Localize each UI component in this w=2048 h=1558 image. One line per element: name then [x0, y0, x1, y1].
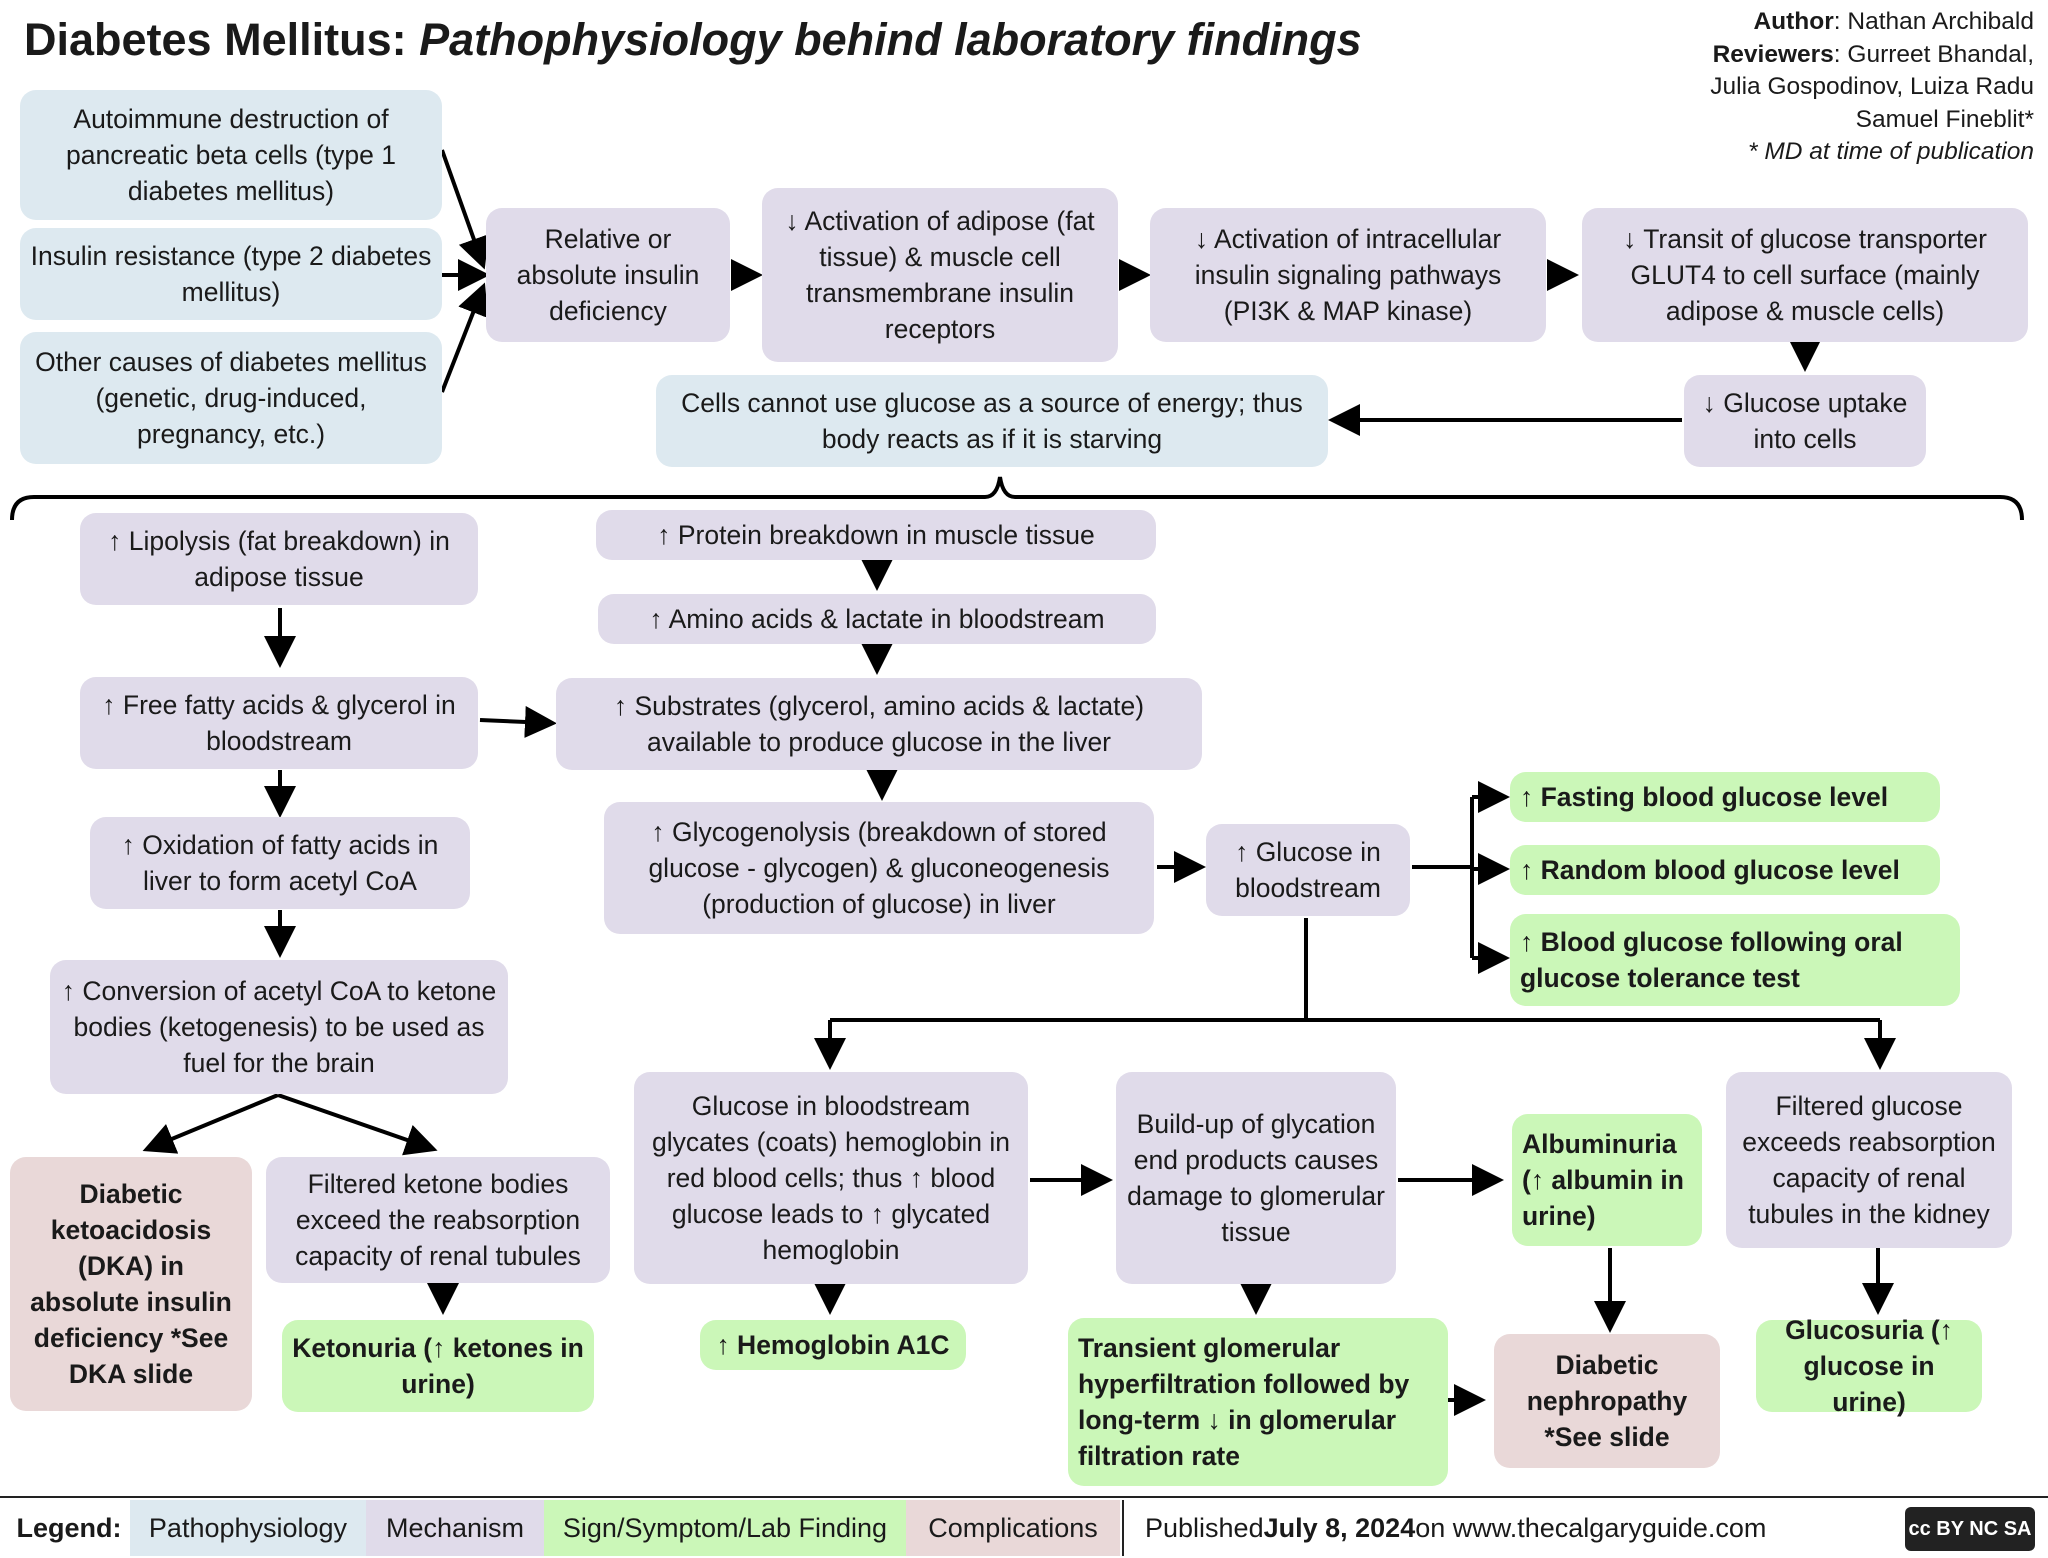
diabetic-nephropathy-text: Diabetic nephropathy *See slide: [1526, 1350, 1688, 1452]
ogtt-box: ↑ Blood glucose following oral glucose t…: [1510, 914, 1960, 1006]
glucose-bloodstream-box: ↑ Glucose in bloodstream: [1206, 824, 1410, 916]
protein-breakdown-text: ↑ Protein breakdown in muscle tissue: [657, 520, 1095, 550]
reviewers-line-2: Julia Gospodinov, Luiza Radu: [1710, 73, 2034, 100]
glut4-box: ↓ Transit of glucose transporter GLUT4 t…: [1582, 208, 2028, 342]
glycation-end-products-box: Build-up of glycation end products cause…: [1116, 1072, 1396, 1284]
hyperfiltration-text: Transient glomerular hyperfiltration fol…: [1078, 1333, 1410, 1471]
cause-type2-text: Insulin resistance (type 2 diabetes mell…: [30, 241, 432, 307]
random-glucose-text: ↑ Random blood glucose level: [1520, 855, 1900, 885]
cause-type1-box: Autoimmune destruction of pancreatic bet…: [20, 90, 442, 220]
legend-divider: [1122, 1500, 1124, 1556]
glycated-hemoglobin-box: Glucose in bloodstream glycates (coats) …: [634, 1072, 1028, 1284]
title-main: Diabetes Mellitus:: [24, 14, 407, 65]
protein-breakdown-box: ↑ Protein breakdown in muscle tissue: [596, 510, 1156, 560]
hyperfiltration-box: Transient glomerular hyperfiltration fol…: [1068, 1318, 1448, 1486]
fasting-glucose-box: ↑ Fasting blood glucose level: [1510, 772, 1940, 822]
author-name: : Nathan Archibald: [1833, 8, 2034, 35]
random-glucose-box: ↑ Random blood glucose level: [1510, 845, 1940, 895]
published-date: July 8, 2024: [1263, 1512, 1416, 1543]
ketonuria-box: Ketonuria (↑ ketones in urine): [282, 1320, 594, 1412]
signaling-pathways-box: ↓ Activation of intracellular insulin si…: [1150, 208, 1546, 342]
filtered-ketones-box: Filtered ketone bodies exceed the reabso…: [266, 1157, 610, 1283]
glycation-end-products-text: Build-up of glycation end products cause…: [1127, 1109, 1385, 1247]
ketogenesis-text: ↑ Conversion of acetyl CoA to ketone bod…: [61, 976, 497, 1078]
legend-complications: Complications: [906, 1500, 1120, 1556]
oxidation-box: ↑ Oxidation of fatty acids in liver to f…: [90, 817, 470, 909]
hba1c-box: ↑ Hemoglobin A1C: [700, 1320, 966, 1370]
reviewers-label: Reviewers: [1712, 40, 1834, 68]
free-fatty-acids-text: ↑ Free fatty acids & glycerol in bloodst…: [102, 690, 456, 756]
glut4-text: ↓ Transit of glucose transporter GLUT4 t…: [1623, 224, 1987, 326]
md-note: * MD at time of publication: [1748, 138, 2034, 165]
reviewers-line-1: : Gurreet Bhandal,: [1833, 40, 2034, 68]
substrates-text: ↑ Substrates (glycerol, amino acids & la…: [613, 691, 1145, 757]
insulin-deficiency-text: Relative or absolute insulin deficiency: [516, 224, 700, 326]
cause-type1-text: Autoimmune destruction of pancreatic bet…: [66, 104, 396, 206]
free-fatty-acids-box: ↑ Free fatty acids & glycerol in bloodst…: [80, 677, 478, 769]
albuminuria-text: Albuminuria (↑ albumin in urine): [1522, 1129, 1684, 1231]
insulin-deficiency-box: Relative or absolute insulin deficiency: [486, 208, 730, 342]
filtered-ketones-text: Filtered ketone bodies exceed the reabso…: [295, 1169, 581, 1271]
credits: Author: Nathan Archibald Reviewers: Gurr…: [1710, 6, 2034, 169]
legend-pathophysiology: Pathophysiology: [130, 1500, 366, 1556]
signaling-pathways-text: ↓ Activation of intracellular insulin si…: [1194, 224, 1502, 326]
fasting-glucose-text: ↑ Fasting blood glucose level: [1520, 782, 1889, 812]
lipolysis-box: ↑ Lipolysis (fat breakdown) in adipose t…: [80, 513, 478, 605]
amino-acids-text: ↑ Amino acids & lactate in bloodstream: [649, 604, 1105, 634]
legend-mechanism: Mechanism: [366, 1500, 544, 1556]
insulin-receptors-box: ↓ Activation of adipose (fat tissue) & m…: [762, 188, 1118, 362]
diabetic-nephropathy-box: Diabetic nephropathy *See slide: [1494, 1334, 1720, 1468]
starving-box: Cells cannot use glucose as a source of …: [656, 375, 1328, 467]
author-label: Author: [1753, 8, 1834, 35]
cause-other-text: Other causes of diabetes mellitus (genet…: [35, 347, 427, 449]
published-site: on www.thecalgaryguide.com: [1415, 1512, 1767, 1543]
filtered-glucose-box: Filtered glucose exceeds reabsorption ca…: [1726, 1072, 2012, 1248]
reviewers-line-3: Samuel Fineblit*: [1855, 105, 2034, 133]
lipolysis-text: ↑ Lipolysis (fat breakdown) in adipose t…: [108, 526, 450, 592]
starving-text: Cells cannot use glucose as a source of …: [681, 388, 1303, 454]
glucose-uptake-text: ↓ Glucose uptake into cells: [1702, 388, 1908, 454]
glycogenolysis-box: ↑ Glycogenolysis (breakdown of stored gl…: [604, 802, 1154, 934]
filtered-glucose-text: Filtered glucose exceeds reabsorption ca…: [1742, 1091, 1996, 1229]
legend-bar: [0, 1496, 2048, 1558]
insulin-receptors-text: ↓ Activation of adipose (fat tissue) & m…: [785, 206, 1095, 344]
ketogenesis-box: ↑ Conversion of acetyl CoA to ketone bod…: [50, 960, 508, 1094]
cause-type2-box: Insulin resistance (type 2 diabetes mell…: [20, 228, 442, 320]
glycogenolysis-text: ↑ Glycogenolysis (breakdown of stored gl…: [648, 817, 1110, 919]
dka-text: Diabetic ketoacidosis (DKA) in absolute …: [30, 1179, 232, 1389]
glucose-bloodstream-text: ↑ Glucose in bloodstream: [1235, 837, 1381, 903]
glucosuria-box: Glucosuria (↑ glucose in urine): [1756, 1315, 1982, 1417]
cause-other-box: Other causes of diabetes mellitus (genet…: [20, 332, 442, 464]
published-prefix: Published: [1145, 1512, 1264, 1543]
ketonuria-text: Ketonuria (↑ ketones in urine): [292, 1333, 584, 1399]
ogtt-text: ↑ Blood glucose following oral glucose t…: [1520, 927, 1903, 993]
glycated-hemoglobin-text: Glucose in bloodstream glycates (coats) …: [652, 1091, 1010, 1265]
hba1c-text: ↑ Hemoglobin A1C: [716, 1330, 950, 1360]
legend-sign-symptom: Sign/Symptom/Lab Finding: [544, 1500, 906, 1556]
glucose-uptake-box: ↓ Glucose uptake into cells: [1684, 375, 1926, 467]
oxidation-text: ↑ Oxidation of fatty acids in liver to f…: [121, 830, 439, 896]
cc-license-badge: cc BY NC SA: [1905, 1507, 2035, 1551]
albuminuria-box: Albuminuria (↑ albumin in urine): [1512, 1114, 1702, 1246]
glucosuria-text: Glucosuria (↑ glucose in urine): [1785, 1315, 1953, 1417]
amino-acids-box: ↑ Amino acids & lactate in bloodstream: [598, 594, 1156, 644]
title-subtitle: Pathophysiology behind laboratory findin…: [419, 14, 1362, 65]
legend-label: Legend:: [16, 1512, 122, 1543]
published-line: Published July 8, 2024 on www.thecalgary…: [1145, 1500, 1766, 1556]
dka-box: Diabetic ketoacidosis (DKA) in absolute …: [10, 1157, 252, 1411]
page-title: Diabetes Mellitus: Pathophysiology behin…: [24, 14, 1362, 66]
substrates-box: ↑ Substrates (glycerol, amino acids & la…: [556, 678, 1202, 770]
